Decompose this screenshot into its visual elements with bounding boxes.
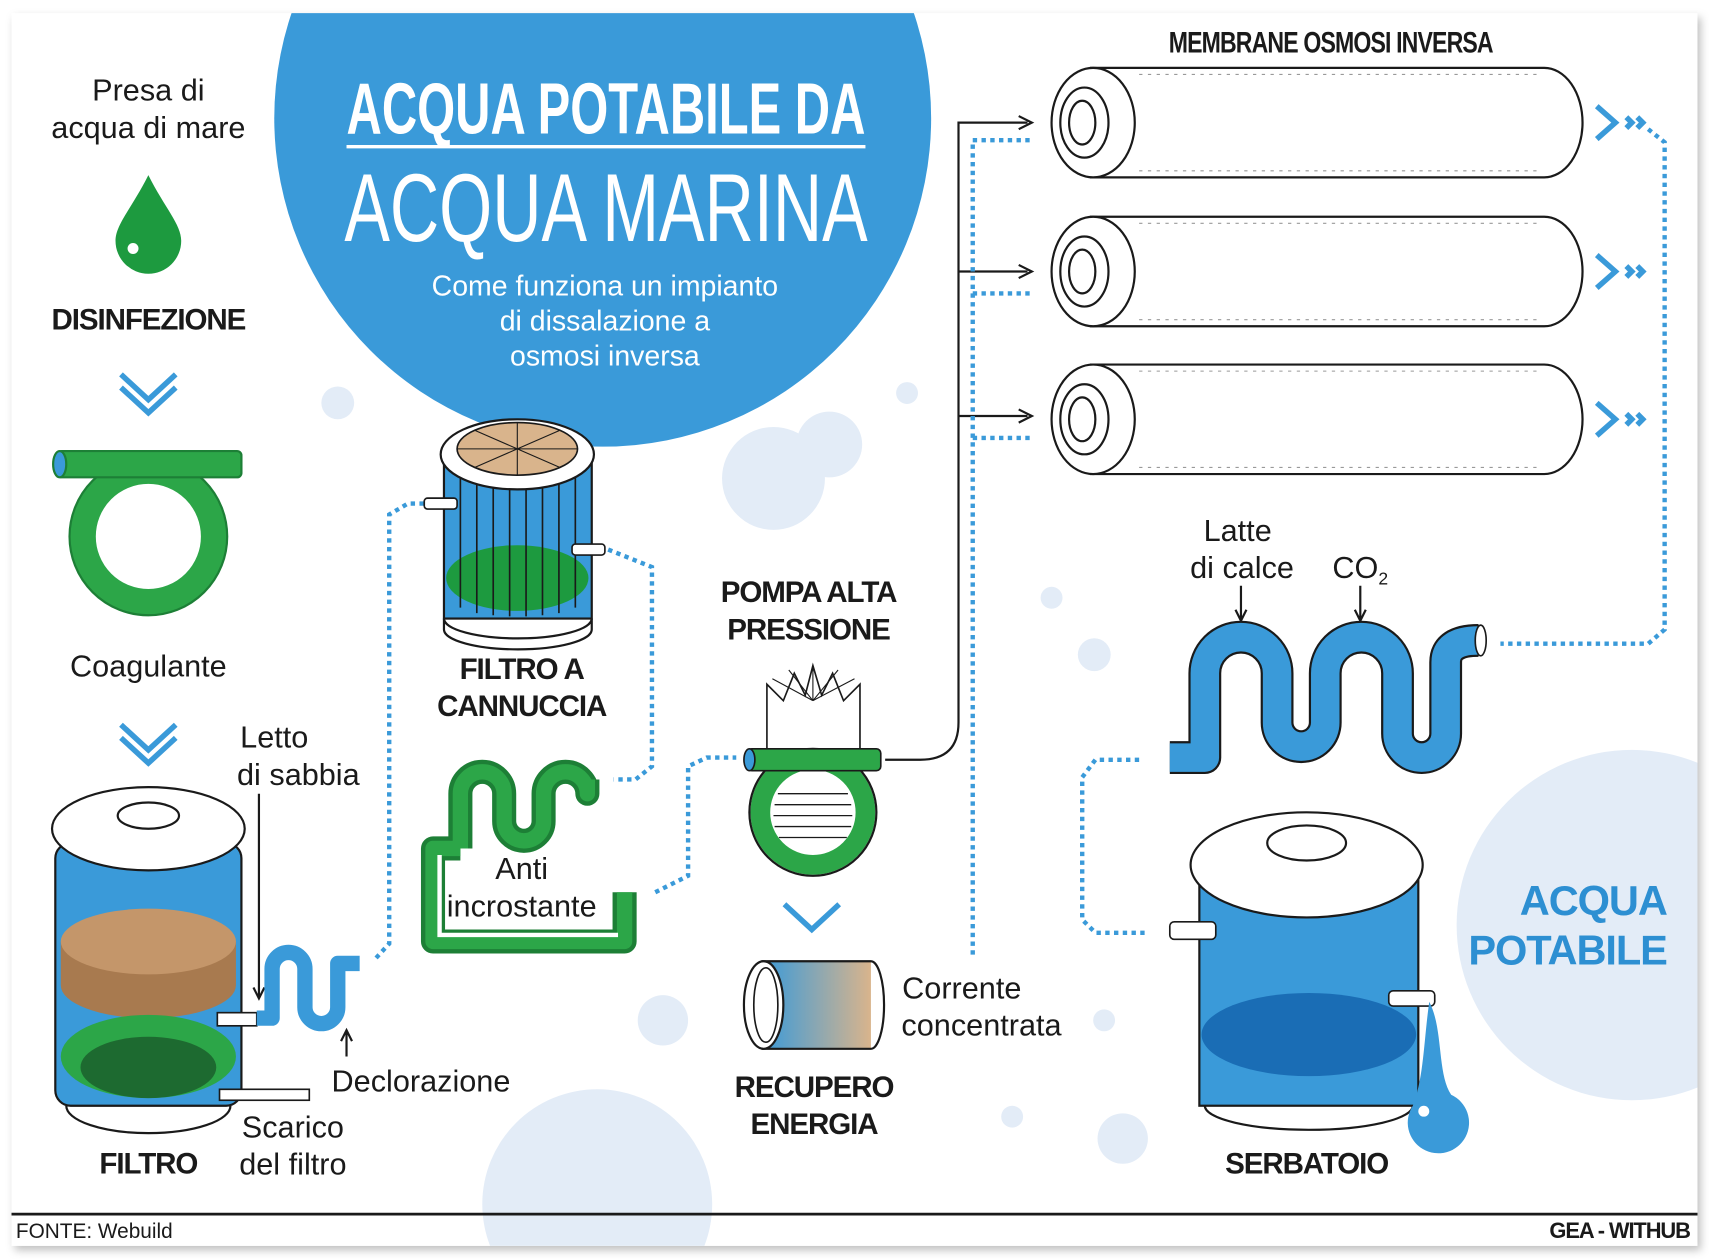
- filter-drain-label: del filtro: [239, 1148, 346, 1182]
- lime-label: di calce: [1190, 551, 1294, 585]
- antiscalant-label: Anti: [495, 852, 548, 886]
- intake-label: Presa di: [92, 74, 204, 108]
- sand-bed-arrow: [252, 793, 266, 1001]
- antiscalant-pipe: [420, 759, 637, 954]
- pump-label: PRESSIONE: [727, 613, 890, 646]
- remineralisation-pipe: [1169, 620, 1488, 775]
- tank-label: SERBATOIO: [1225, 1148, 1388, 1181]
- chevron-right-icon: [1594, 104, 1647, 142]
- subtitle-line: osmosi inversa: [510, 341, 700, 373]
- permeate-flow: [1500, 127, 1667, 646]
- potable-water-label: ACQUA: [1520, 877, 1667, 924]
- flow-arrow-to-tank: [1080, 757, 1145, 935]
- energy-recovery-label: ENERGIA: [751, 1108, 879, 1141]
- brine-label: concentrata: [901, 1009, 1062, 1043]
- flow-arrow-to-cartridge: [374, 501, 426, 960]
- storage-tank: [1168, 811, 1470, 1154]
- co2-label: CO2: [1332, 551, 1388, 589]
- filter-drain-label: Scarico: [242, 1110, 344, 1144]
- membranes-label: MEMBRANE OSMOSI INVERSA: [1169, 27, 1494, 60]
- dechlorination-pipe: [256, 944, 360, 1032]
- potable-water-label: POTABILE: [1468, 927, 1667, 974]
- subtitle-line: di dissalazione a: [500, 306, 711, 338]
- membrane-module: [1050, 66, 1584, 179]
- chevron-right-icon: [1594, 253, 1647, 290]
- sand-filter-tank: [50, 786, 311, 1135]
- source-label: FONTE: Webuild: [16, 1220, 173, 1243]
- co2-text: CO: [1332, 551, 1378, 585]
- disinfection-label: DISINFEZIONE: [52, 304, 246, 337]
- coagulant-pipe-loop: [52, 449, 243, 617]
- flow-arrow-to-pump: [654, 755, 737, 895]
- cartridge-filter-label: CANNUCCIA: [437, 690, 607, 723]
- energy-recovery-cylinder: [742, 960, 886, 1050]
- co2-subscript: 2: [1378, 569, 1388, 589]
- dechlorination-label: Declorazione: [332, 1064, 511, 1098]
- cartridge-filter: [423, 418, 606, 651]
- chevron-down-icon: [119, 372, 178, 417]
- coagulant-label: Coagulante: [70, 650, 227, 684]
- high-pressure-feed-lines: [885, 115, 1035, 761]
- membrane-modules: [1050, 66, 1584, 476]
- background-bubbles: [321, 382, 1698, 1246]
- brine-label: Corrente: [902, 971, 1021, 1005]
- sand-bed-label: di sabbia: [237, 758, 361, 792]
- filter-label: FILTRO: [99, 1148, 197, 1181]
- brine-return-flow: [970, 137, 1030, 958]
- subtitle-line: Come funziona un impianto: [432, 271, 778, 303]
- intake-label: acqua di mare: [51, 111, 245, 145]
- pump-label: POMPA ALTA: [721, 576, 897, 609]
- energy-recovery-label: RECUPERO: [735, 1071, 894, 1104]
- title-circle: [274, 13, 932, 447]
- membrane-module: [1050, 215, 1584, 328]
- flow-arrow-to-antiscalant: [607, 547, 655, 782]
- title-line1: ACQUA POTABILE DA: [347, 70, 866, 150]
- drop-highlight: [127, 243, 139, 254]
- title-line2: ACQUA MARINA: [344, 155, 868, 262]
- dechlorination-arrow: [340, 1027, 353, 1057]
- credit-label: GEA - WITHUB: [1549, 1218, 1690, 1243]
- lime-label: Latte: [1204, 514, 1272, 548]
- membrane-module: [1050, 363, 1584, 476]
- chevron-down-icon: [119, 722, 178, 767]
- cartridge-filter-label: FILTRO A: [460, 653, 585, 686]
- chevron-right-icon: [1594, 400, 1647, 438]
- antiscalant-label: incrostante: [447, 889, 597, 923]
- sand-bed-label: Letto: [240, 721, 308, 755]
- high-pressure-pump: [743, 662, 882, 877]
- chevron-down-icon: [782, 902, 842, 934]
